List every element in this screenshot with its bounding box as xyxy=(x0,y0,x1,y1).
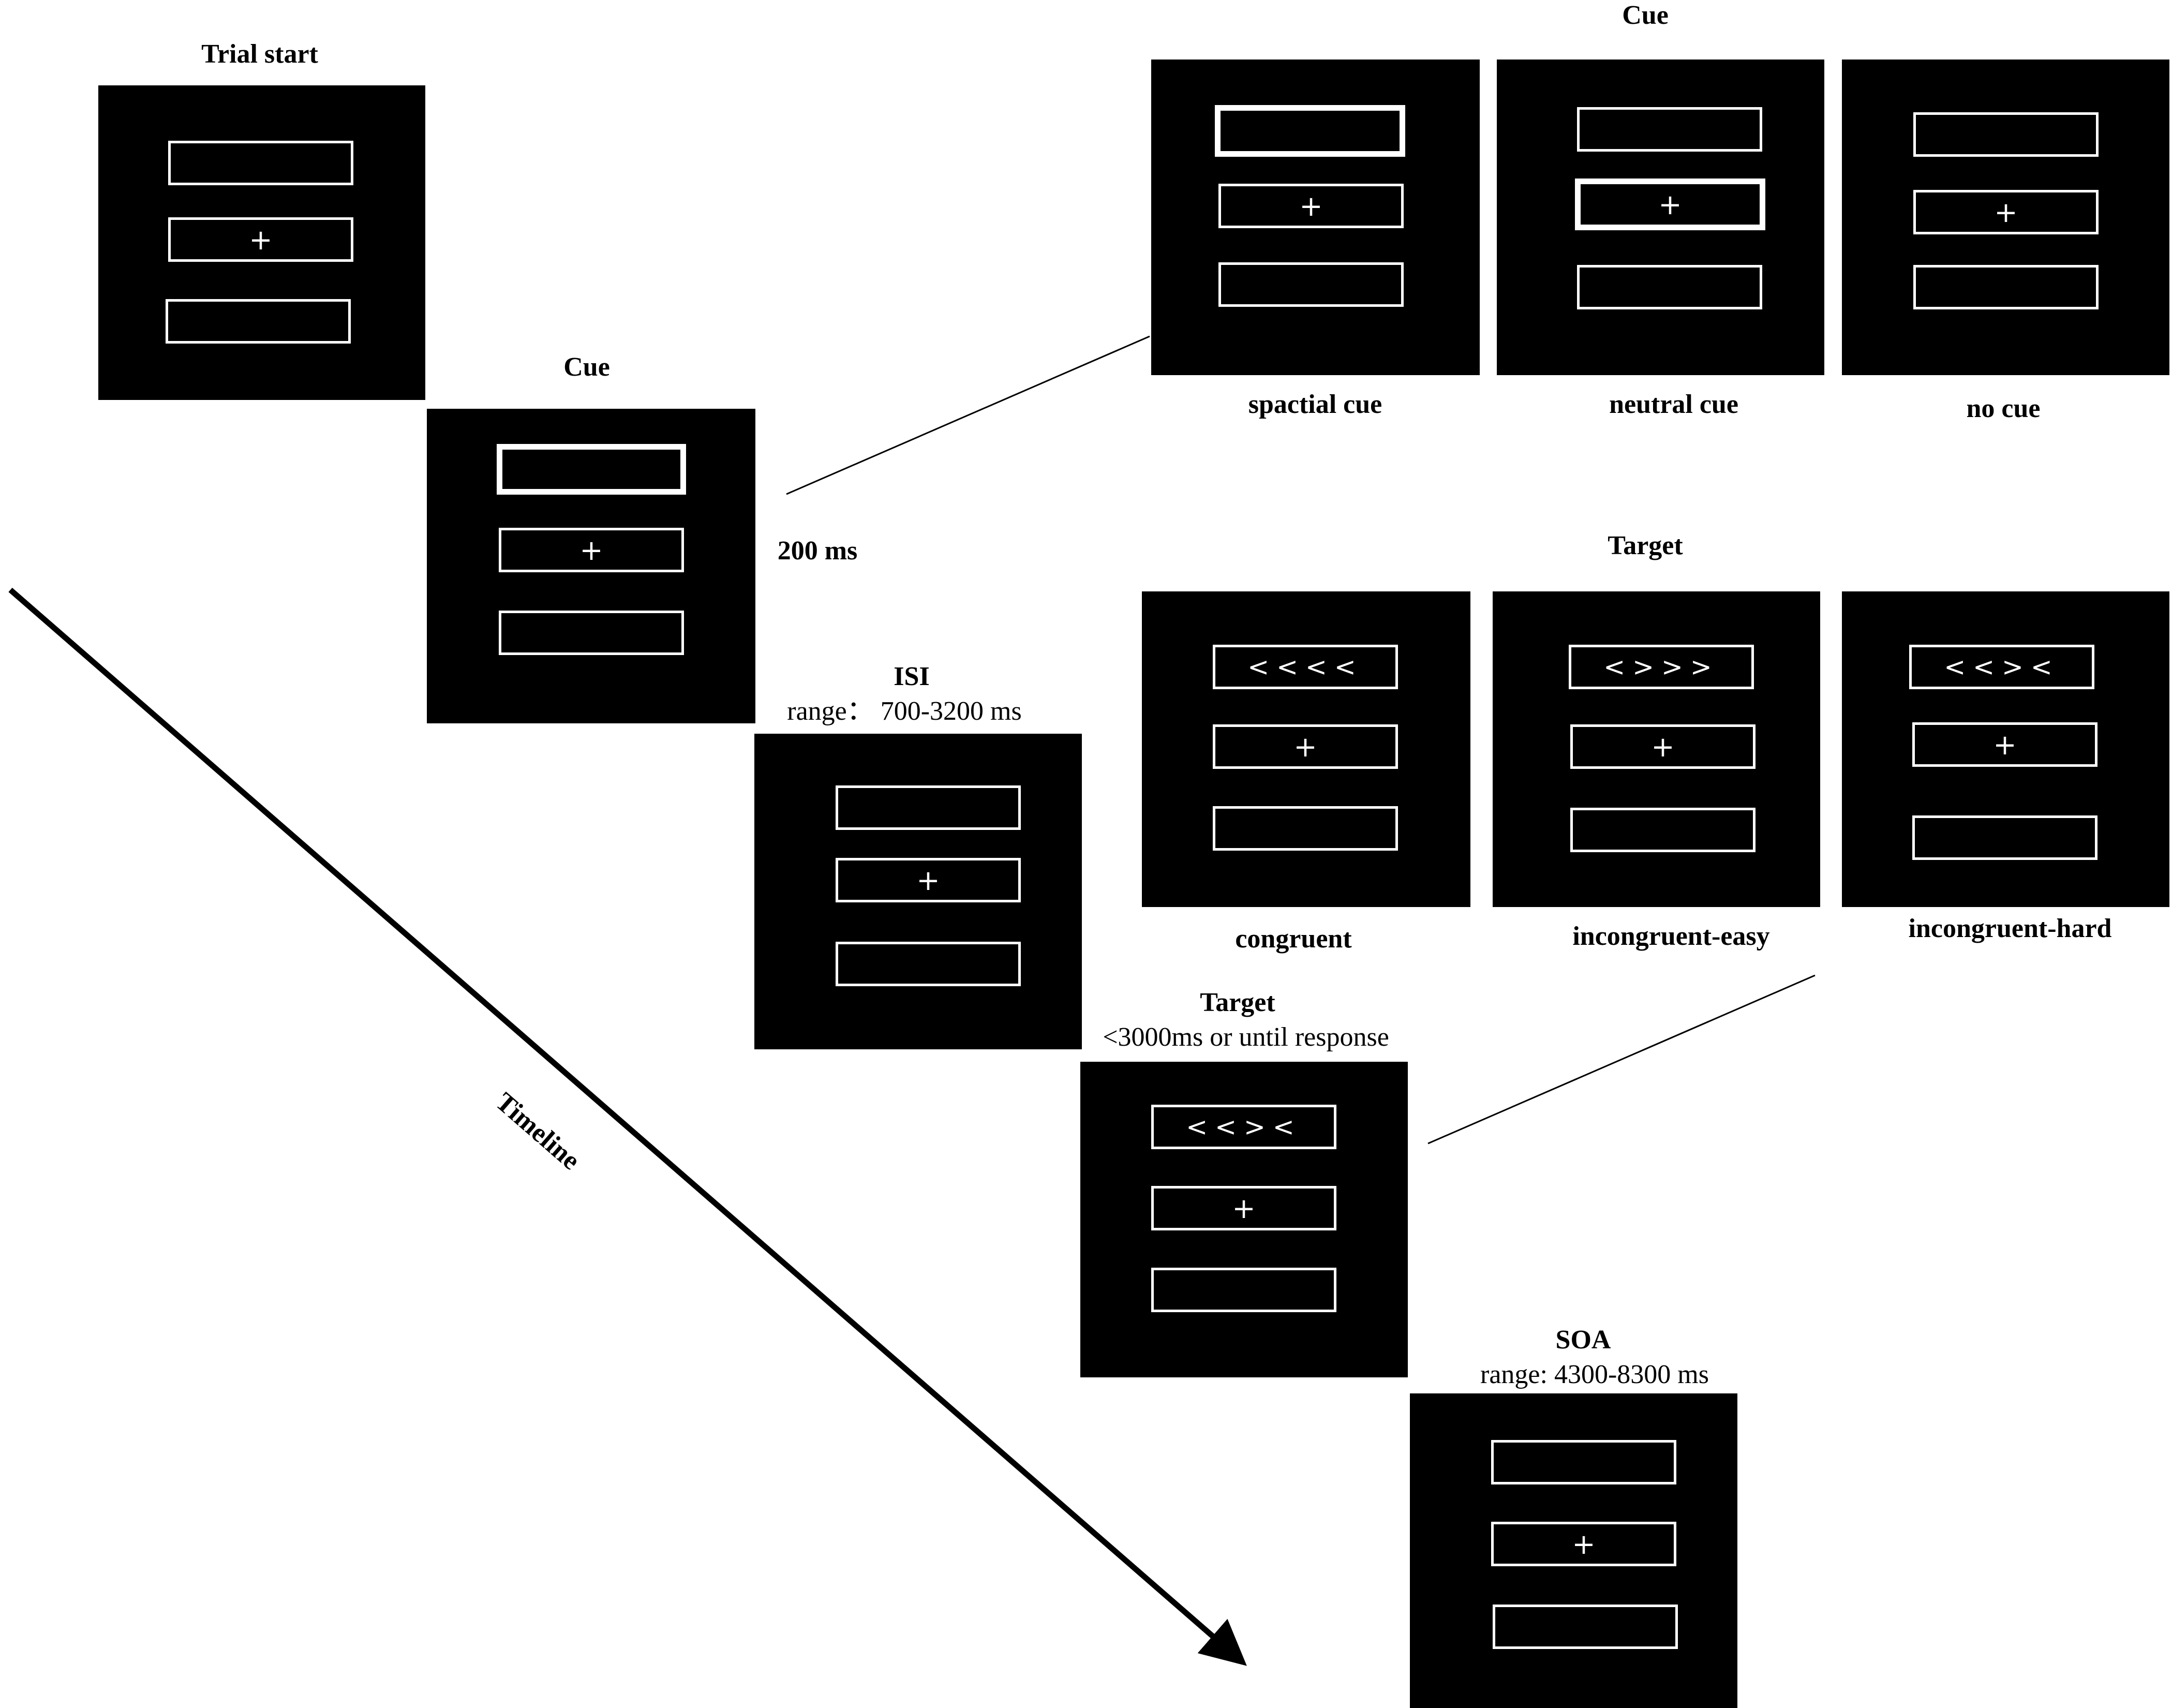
incongruent-hard-screen: <<>< + xyxy=(1842,591,2169,907)
fixation-cross: + xyxy=(1293,730,1317,763)
incongruent-hard-label: incongruent-hard xyxy=(1908,914,2112,943)
upper-frame xyxy=(1913,112,2099,157)
cue-step-screen: + xyxy=(427,409,755,723)
no-cue-screen: + xyxy=(1842,60,2169,375)
isi-step-title: ISI xyxy=(894,662,930,691)
flanker-arrows: <<>< xyxy=(1186,1112,1302,1142)
target-step-screen: <<>< + xyxy=(1080,1062,1408,1377)
lower-frame xyxy=(1913,265,2099,309)
fixation-cross: + xyxy=(916,864,940,897)
flanker-arrows: <<>< xyxy=(1944,652,2060,682)
center-frame: + xyxy=(1912,722,2097,767)
center-frame: + xyxy=(1913,190,2099,234)
fixation-cross: + xyxy=(1651,730,1675,763)
lower-frame xyxy=(1570,808,1756,852)
center-frame: + xyxy=(1218,184,1404,228)
target-expansion-connector xyxy=(1427,974,1816,1145)
cue-step-title: Cue xyxy=(563,352,610,382)
soa-step-title: SOA xyxy=(1555,1325,1611,1355)
upper-frame-cued xyxy=(1215,105,1405,157)
flanker-arrows: <>>> xyxy=(1603,652,1719,682)
center-frame: + xyxy=(1570,724,1756,769)
lower-frame xyxy=(1218,262,1404,307)
upper-frame-target: <<<< xyxy=(1213,645,1398,689)
fixation-cross: + xyxy=(1232,1192,1256,1225)
no-cue-label: no cue xyxy=(1966,394,2041,423)
upper-frame-target: <<>< xyxy=(1909,645,2094,689)
lower-frame xyxy=(836,942,1021,986)
fixation-cross: + xyxy=(1994,196,2018,229)
upper-frame xyxy=(1577,107,1762,152)
lower-frame xyxy=(1213,806,1398,851)
trial-start-screen: + xyxy=(98,85,425,400)
upper-frame-cued xyxy=(497,444,686,495)
trial-start-title: Trial start xyxy=(201,39,318,69)
target-step-duration: <3000ms or until response xyxy=(1103,1022,1389,1052)
center-frame: + xyxy=(1213,724,1398,769)
upper-frame xyxy=(836,785,1021,830)
spatial-cue-screen: + xyxy=(1151,60,1480,375)
fixation-cross: + xyxy=(1299,189,1323,222)
fixation-cross: + xyxy=(249,223,273,256)
soa-step-screen: + xyxy=(1410,1393,1737,1708)
cue-types-title: Cue xyxy=(1622,1,1669,30)
fixation-cross: + xyxy=(1572,1527,1596,1561)
cue-step-duration: 200 ms xyxy=(777,536,858,566)
lower-frame xyxy=(499,611,684,655)
center-frame-cued: + xyxy=(1575,179,1765,230)
soa-step-range: range: 4300-8300 ms xyxy=(1480,1360,1709,1389)
fixation-cross: + xyxy=(1658,188,1682,221)
center-frame: + xyxy=(836,858,1021,902)
upper-frame-target: <<>< xyxy=(1151,1105,1336,1149)
flanker-arrows: <<<< xyxy=(1247,652,1363,682)
center-frame: + xyxy=(1151,1186,1336,1230)
neutral-cue-label: neutral cue xyxy=(1609,390,1738,419)
upper-frame-target: <>>> xyxy=(1569,645,1754,689)
center-frame: + xyxy=(1491,1522,1676,1566)
upper-frame xyxy=(1491,1440,1676,1484)
upper-frame xyxy=(168,141,353,185)
cue-expansion-connector xyxy=(786,335,1150,495)
neutral-cue-screen: + xyxy=(1497,60,1824,375)
target-step-title: Target xyxy=(1200,988,1275,1017)
lower-frame xyxy=(1151,1268,1336,1312)
timeline-arrow xyxy=(8,587,1247,1666)
lower-frame xyxy=(1912,815,2097,860)
lower-frame xyxy=(1493,1605,1678,1649)
lower-frame xyxy=(1577,265,1762,309)
spatial-cue-label: spactial cue xyxy=(1248,390,1382,419)
incongruent-easy-screen: <>>> + xyxy=(1493,591,1820,907)
isi-step-screen: + xyxy=(754,734,1082,1049)
center-frame: + xyxy=(499,528,684,572)
center-frame: + xyxy=(168,217,353,262)
target-types-title: Target xyxy=(1608,531,1683,560)
incongruent-easy-label: incongruent-easy xyxy=(1572,922,1770,951)
congruent-screen: <<<< + xyxy=(1142,591,1470,907)
isi-step-range: range： 700-3200 ms xyxy=(787,696,1022,726)
fixation-cross: + xyxy=(1993,728,2017,761)
fixation-cross: + xyxy=(579,533,603,567)
lower-frame xyxy=(166,299,351,344)
congruent-label: congruent xyxy=(1235,924,1352,954)
